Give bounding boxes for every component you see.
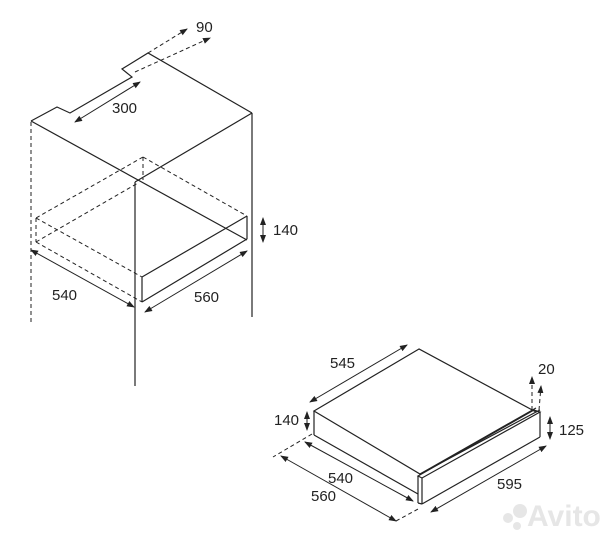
dim-label-300: 300	[112, 100, 137, 117]
watermark-text: Avito	[527, 500, 601, 533]
dim-label-140-drawer: 140	[274, 412, 299, 429]
dim-label-545: 545	[330, 355, 355, 372]
dim-label-125: 125	[559, 422, 584, 439]
dim-label-20: 20	[538, 361, 555, 378]
dim-label-595: 595	[497, 476, 522, 493]
dim-label-540-drawer: 540	[328, 470, 353, 487]
dim-label-140: 140	[273, 222, 298, 239]
cabinet-dimensions	[30, 28, 266, 313]
drawer-dimensions	[272, 344, 553, 522]
avito-watermark: Avito	[503, 500, 601, 533]
dim-label-90: 90	[196, 19, 213, 36]
dim-label-540: 540	[52, 287, 77, 304]
cabinet-outline	[30, 52, 253, 386]
dim-label-560: 560	[194, 289, 219, 306]
dim-label-560-drawer: 560	[311, 488, 336, 505]
